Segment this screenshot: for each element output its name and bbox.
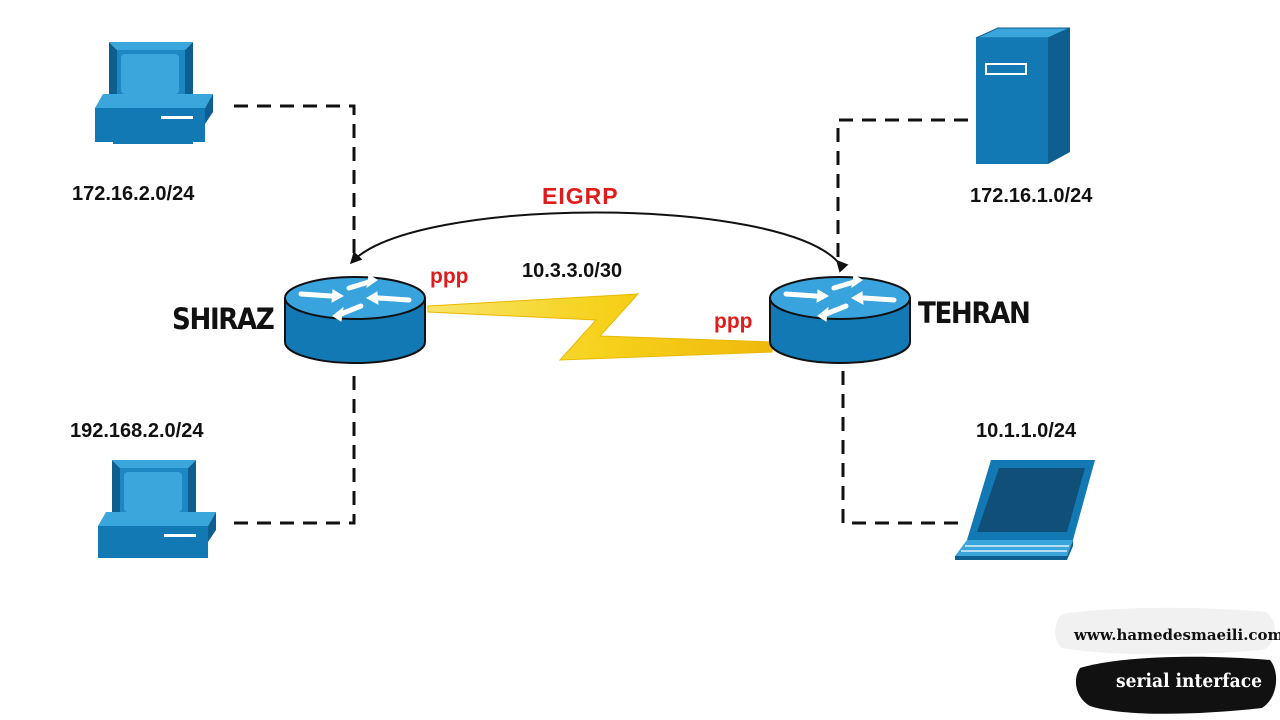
server-icon — [975, 27, 1071, 164]
wan-subnet-label: 10.3.3.0/30 — [522, 260, 623, 282]
ppp-label-tehran: ppp — [714, 310, 753, 333]
network-label-192-168-2: 192.168.2.0/24 — [70, 420, 204, 442]
branding-caption: serial interface — [1116, 670, 1262, 692]
network-label-172-16-2: 172.16.2.0/24 — [72, 183, 195, 205]
router-icon-shiraz — [284, 274, 426, 364]
ppp-label-shiraz: ppp — [430, 265, 469, 288]
branding-url: www.hamedesmaeili.com — [1074, 626, 1280, 644]
link-tehran-laptop — [841, 370, 958, 525]
link-tehran-server — [836, 118, 968, 262]
link-shiraz-lan-top — [234, 104, 356, 262]
serial-link-bolt — [427, 293, 773, 361]
link-shiraz-lan-bottom — [234, 370, 356, 525]
laptop-icon — [955, 460, 1095, 560]
eigrp-arc — [349, 211, 849, 273]
router-icon-tehran — [769, 274, 911, 364]
desktop-pc-icon-top — [95, 42, 213, 144]
brush-stroke-dark — [1075, 656, 1277, 714]
eigrp-label: EIGRP — [542, 183, 619, 209]
network-label-10-1-1: 10.1.1.0/24 — [976, 420, 1077, 442]
desktop-pc-icon-bottom — [98, 460, 216, 558]
router-name-shiraz: SHIRAZ — [172, 302, 275, 336]
brush-stroke-light — [1055, 607, 1275, 655]
network-label-172-16-1: 172.16.1.0/24 — [970, 185, 1093, 207]
lan-links — [234, 104, 968, 525]
router-name-tehran: TEHRAN — [918, 296, 1031, 330]
